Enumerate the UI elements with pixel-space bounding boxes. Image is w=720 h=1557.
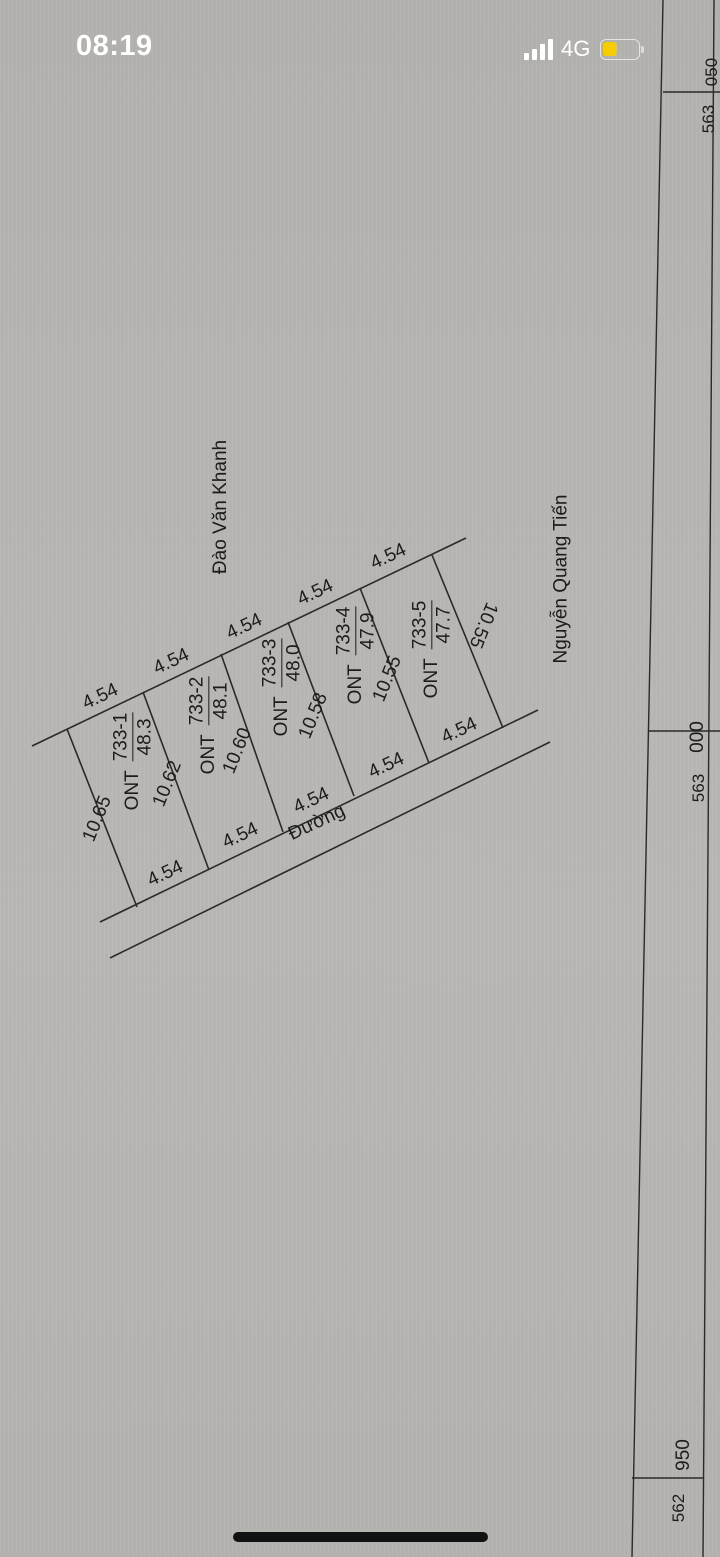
parcel-divider-line: [431, 554, 504, 729]
parcel-id: 733-4: [333, 606, 357, 656]
land-use-code: ONT: [121, 770, 143, 811]
cellular-signal-icon: [524, 38, 553, 60]
parcel-id: 733-1: [110, 712, 134, 762]
land-use-code: ONT: [420, 658, 442, 699]
parcel-divider-line: [142, 691, 210, 871]
parcel-area: 48.1: [210, 682, 232, 720]
back-boundary-line: [31, 537, 467, 747]
network-type: 4G: [561, 36, 591, 61]
parcel-divider-line: [220, 653, 284, 833]
grid-coord-top-b: 050: [702, 57, 720, 87]
front-boundary-line: [99, 709, 539, 923]
parcel-area: 47.7: [433, 606, 455, 644]
parcel-divider-line: [359, 587, 430, 764]
parcel-733-1-label: ONT 733-1 48.3: [110, 712, 156, 811]
parcel-divider-line: [287, 621, 355, 797]
home-indicator[interactable]: [233, 1532, 488, 1542]
parcel-area: 48.0: [283, 644, 305, 682]
status-bar: 08:19 4G: [0, 0, 720, 100]
parcel-733-2-label: ONT 733-2 48.1: [186, 676, 232, 775]
parcel-733-3-label: ONT 733-3 48.0: [259, 638, 305, 737]
parcel-area: 47.9: [357, 612, 379, 650]
status-icons: 4G: [524, 36, 645, 62]
land-use-code: ONT: [197, 734, 219, 775]
land-use-code: ONT: [344, 664, 366, 705]
parcel-733-4-label: ONT 733-4 47.9: [333, 606, 379, 705]
parcel-733-5-label: ONT 733-5 47.7: [409, 600, 455, 699]
parcel-area: 48.3: [134, 718, 156, 756]
battery-icon: [600, 38, 645, 60]
grid-coord-mid-a: 563: [689, 773, 709, 803]
neighbor-back-owner: Đào Văn Khanh: [210, 439, 232, 575]
parcel-id: 733-2: [186, 676, 210, 726]
grid-coord-bottom-a: 562: [669, 1493, 689, 1523]
grid-coord-bottom-b: 950: [672, 1439, 694, 1471]
grid-coord-mid-b: 000: [686, 721, 708, 753]
road-edge-line: [109, 741, 551, 959]
land-use-code: ONT: [270, 696, 292, 737]
grid-coord-top-a: 563: [699, 104, 719, 134]
status-time: 08:19: [76, 30, 153, 62]
parcel-divider-line: [66, 728, 138, 908]
parcel-id: 733-3: [259, 638, 283, 688]
parcel-id: 733-5: [409, 600, 433, 650]
neighbor-side-owner: Nguyễn Quang Tiến: [550, 494, 572, 664]
grid-line-vertical: [631, 0, 664, 1557]
grid-line-vertical: [702, 0, 715, 1557]
